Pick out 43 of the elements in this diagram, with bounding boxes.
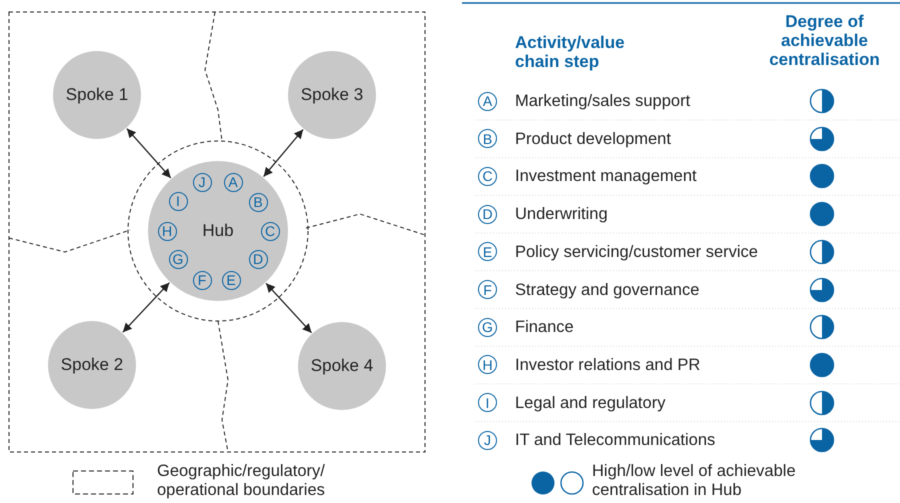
letter-circle: A xyxy=(224,172,242,192)
double-arrow xyxy=(263,129,304,177)
letter-circle: J xyxy=(192,172,212,192)
column-header: Activity/value chain step xyxy=(515,33,626,71)
letter-circle: G xyxy=(478,318,497,337)
step-label: Strategy and governance xyxy=(515,280,700,300)
letter-circle: C xyxy=(478,166,497,186)
double-arrow xyxy=(122,282,170,333)
legend-text: High/low level of achievable centralisation in Hub xyxy=(592,462,797,500)
step-label: Underwriting xyxy=(515,204,608,224)
letter-circle: J xyxy=(478,430,497,450)
spoke-circle: Spoke 2 xyxy=(48,321,136,409)
letter-circle: H xyxy=(158,222,176,240)
letter-circle: F xyxy=(192,270,212,290)
step-label: Investor relations and PR xyxy=(515,354,700,375)
letter-circle: G xyxy=(168,250,188,268)
step-label: Finance xyxy=(515,317,574,338)
double-arrow xyxy=(266,282,312,334)
letter-circle: H xyxy=(478,355,497,374)
step-label: Policy servicing/customer service xyxy=(515,242,758,262)
step-label: Legal and regulatory xyxy=(515,392,666,413)
spoke-circle: Spoke 3 xyxy=(288,51,376,139)
double-arrow xyxy=(126,128,172,178)
letter-circle: I xyxy=(168,192,188,210)
column-header: Degree of achievable centralisation xyxy=(768,12,881,69)
spoke-circle: Spoke 4 xyxy=(298,322,386,410)
letter-circle: I xyxy=(478,393,497,412)
letter-circle: C xyxy=(260,222,280,240)
legend-text: Geographic/regulatory/ operational boundaries xyxy=(157,462,326,500)
letter-circle: A xyxy=(478,92,497,110)
letter-circle: D xyxy=(478,204,497,224)
hub-label: Hub xyxy=(202,221,234,241)
letter-circle: E xyxy=(222,270,240,290)
letter-circle: B xyxy=(478,129,497,148)
step-label: Investment management xyxy=(515,166,697,186)
step-label: Marketing/sales support xyxy=(515,91,690,111)
step-label: Product development xyxy=(515,128,671,149)
letter-circle: E xyxy=(478,242,497,262)
step-label: IT and Telecommunications xyxy=(515,430,716,450)
spoke-circle: Spoke 1 xyxy=(53,51,141,139)
letter-circle: D xyxy=(248,250,268,268)
letter-circle: B xyxy=(248,192,268,212)
letter-circle: F xyxy=(478,280,497,299)
